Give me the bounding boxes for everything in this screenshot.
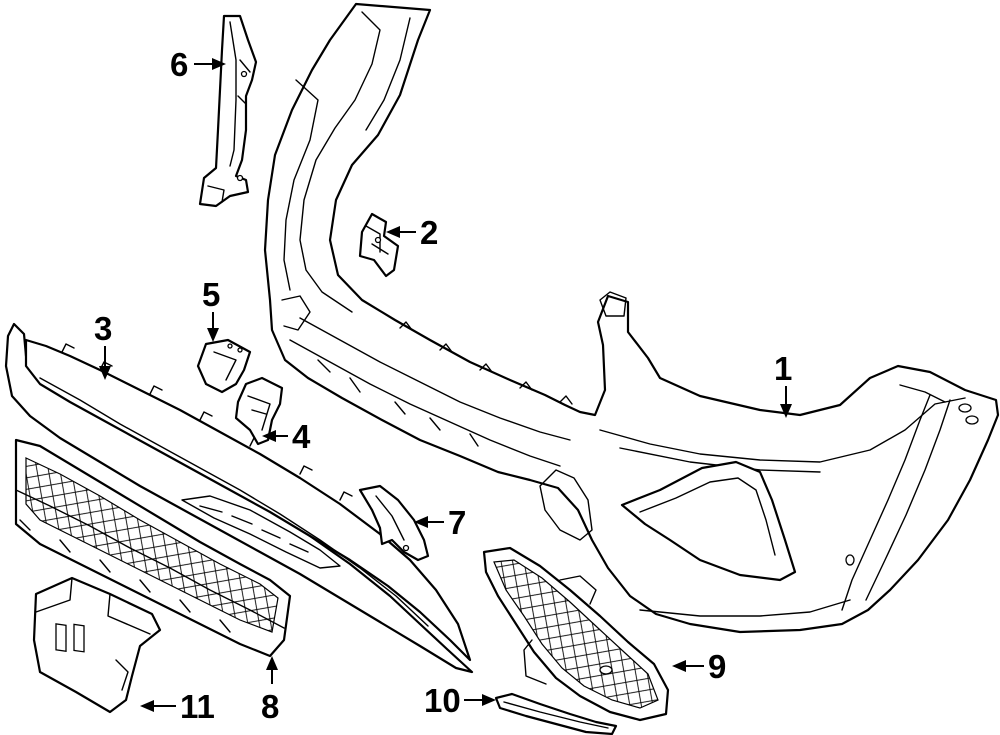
callout-1: 1: [774, 350, 792, 387]
part-3-lower-trim: [4, 322, 474, 674]
callout-5: 5: [202, 276, 220, 313]
callout-2: 2: [420, 214, 438, 251]
callout-11: 11: [180, 688, 215, 725]
part-8-lower-grille: [14, 438, 292, 658]
part-10-trim-strip: [494, 692, 618, 735]
part-1-bumper-cover: [263, 2, 1000, 634]
callout-3: 3: [94, 310, 112, 347]
callout-6: 6: [170, 46, 188, 83]
leader-lines: [99, 58, 792, 712]
callout-4: 4: [292, 418, 311, 455]
part-5-cover: [196, 338, 252, 394]
part-2-bracket: [358, 212, 400, 278]
callout-7: 7: [448, 504, 466, 541]
part-4-bracket: [234, 376, 284, 446]
callout-labels: 1 2 3 4 5 6 7 8 9 10 11: [94, 46, 792, 725]
part-7-bracket: [358, 484, 430, 562]
callout-8: 8: [261, 688, 279, 725]
part-11-plate-bracket: [32, 576, 162, 714]
part-6-vertical-bracket: [198, 14, 258, 208]
part-9-side-grille: [482, 546, 670, 722]
callout-9: 9: [708, 648, 726, 685]
callout-10: 10: [424, 682, 461, 719]
